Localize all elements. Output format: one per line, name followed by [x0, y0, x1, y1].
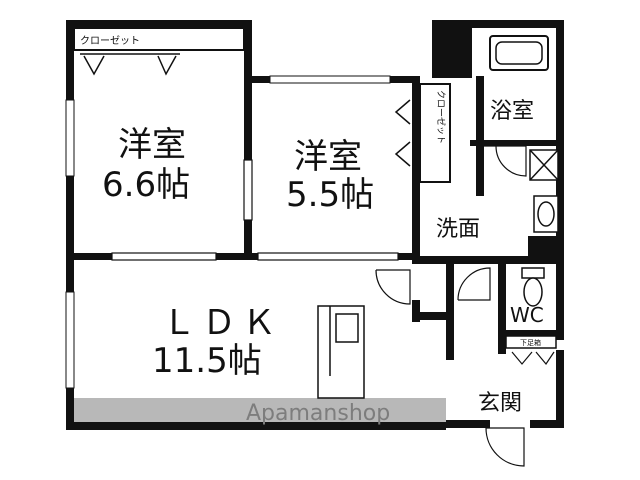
door-swings: [375, 145, 527, 467]
wash-label: 洗面: [436, 217, 480, 242]
top-windows: [269, 75, 391, 84]
bedroom2-name: 洋室: [294, 137, 362, 177]
washing-machine: [529, 149, 559, 181]
closet-vertical-label: クローゼット: [435, 90, 447, 144]
shoe-box-doors: [511, 351, 555, 366]
closet-vertical: [419, 83, 451, 183]
bedroom2-size: 5.5帖: [286, 175, 374, 215]
shoe-box: [505, 335, 557, 349]
ldk-size: 11.5帖: [152, 341, 262, 381]
ldk-name: ＬＤＫ: [162, 303, 282, 343]
closet-top: [73, 27, 245, 51]
kitchen-counter: [317, 305, 365, 399]
bedroom1-size: 6.6帖: [102, 165, 190, 205]
wash-basin: [533, 195, 559, 233]
closet-vertical-doors: [394, 99, 411, 167]
balcony-band: [74, 398, 446, 422]
closet-doors: [80, 53, 180, 76]
watermark-text: Apamanshop: [246, 401, 390, 426]
toilet-fixture: [521, 267, 545, 307]
left-windows: [65, 99, 75, 389]
sliding-doors: [111, 159, 399, 261]
entrance-label: 玄関: [478, 391, 522, 416]
bedroom1-name: 洋室: [118, 125, 186, 165]
bathtub: [489, 35, 549, 71]
closet-top-label: クローゼット: [80, 35, 140, 47]
bath-label: 浴室: [490, 99, 534, 124]
shoe-box-label: 下足箱: [520, 338, 541, 347]
toilet-label: WC: [510, 303, 544, 327]
